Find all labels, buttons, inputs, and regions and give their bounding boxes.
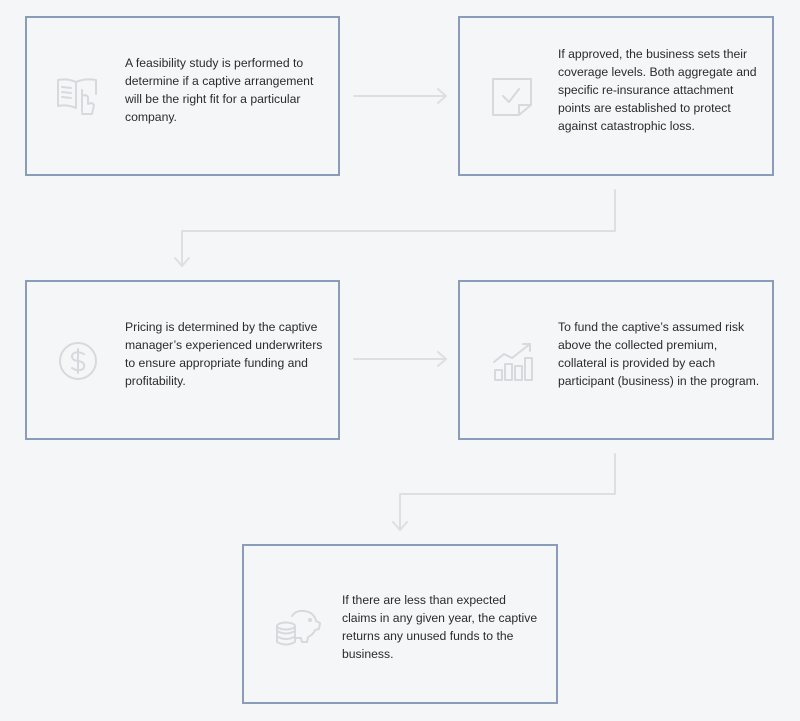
step-text-returns: If there are less than expected claims i…	[342, 593, 538, 661]
arrow-step3-to-step4	[353, 351, 447, 367]
step-text-collateral: To fund the captive’s assumed risk above…	[558, 320, 760, 388]
step-text-coverage: If approved, the business sets their cov…	[558, 47, 757, 133]
step-box-returns: If there are less than expected claims i…	[242, 544, 558, 704]
step-box-pricing: Pricing is determined by the captive man…	[25, 280, 340, 440]
growth-chart-icon	[490, 338, 536, 384]
step-box-feasibility: A feasibility study is performed to dete…	[25, 16, 340, 176]
step-text-pricing: Pricing is determined by the captive man…	[125, 320, 323, 388]
checklist-icon	[490, 76, 534, 118]
connector-step2-to-step3	[174, 189, 616, 267]
book-hand-icon	[55, 76, 101, 116]
step-box-collateral: To fund the captive’s assumed risk above…	[458, 280, 774, 440]
connector-step4-to-step5	[392, 453, 616, 531]
arrow-step1-to-step2	[353, 88, 447, 104]
dollar-circle-icon	[57, 340, 99, 382]
step-text-feasibility: A feasibility study is performed to dete…	[125, 56, 314, 124]
piggy-bank-coins-icon	[274, 606, 322, 648]
step-box-coverage: If approved, the business sets their cov…	[458, 16, 774, 176]
